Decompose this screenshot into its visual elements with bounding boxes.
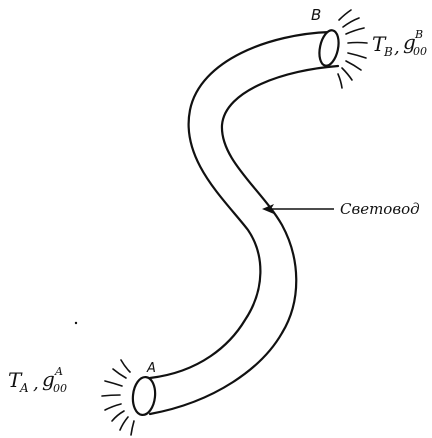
g-b-superscript: B (414, 28, 423, 41)
label-a-parameters: T A , g A 00 (8, 365, 67, 395)
light-guide-tube (148, 30, 340, 416)
tube-edge-left (148, 30, 332, 380)
t-b-symbol: T (372, 32, 387, 56)
end-cap-b (318, 29, 340, 67)
stray-mark (74, 321, 78, 325)
label-b-parameters: T B , g B 00 (372, 28, 427, 59)
g-a-subscript: 00 (53, 382, 67, 395)
point-b-label: B (311, 6, 321, 24)
t-a-symbol: T (8, 368, 23, 392)
g-b-subscript: 00 (413, 45, 427, 58)
g-b-symbol: g (403, 30, 416, 54)
radiation-a (101, 359, 135, 436)
end-cap-a (131, 375, 157, 417)
light-guide-label: Световод (340, 200, 420, 218)
g-a-superscript: A (54, 365, 63, 378)
light-guide-pointer: Световод (262, 200, 420, 218)
tube-edge-right (148, 64, 340, 416)
comma-a: , (33, 373, 39, 394)
radiation-b (337, 9, 368, 89)
t-b-subscript: B (383, 45, 393, 59)
arrowhead-icon (262, 204, 274, 214)
g-a-symbol: g (42, 367, 55, 391)
comma-b: , (394, 37, 400, 58)
point-a-label: A (146, 361, 156, 376)
t-a-subscript: A (19, 381, 29, 395)
